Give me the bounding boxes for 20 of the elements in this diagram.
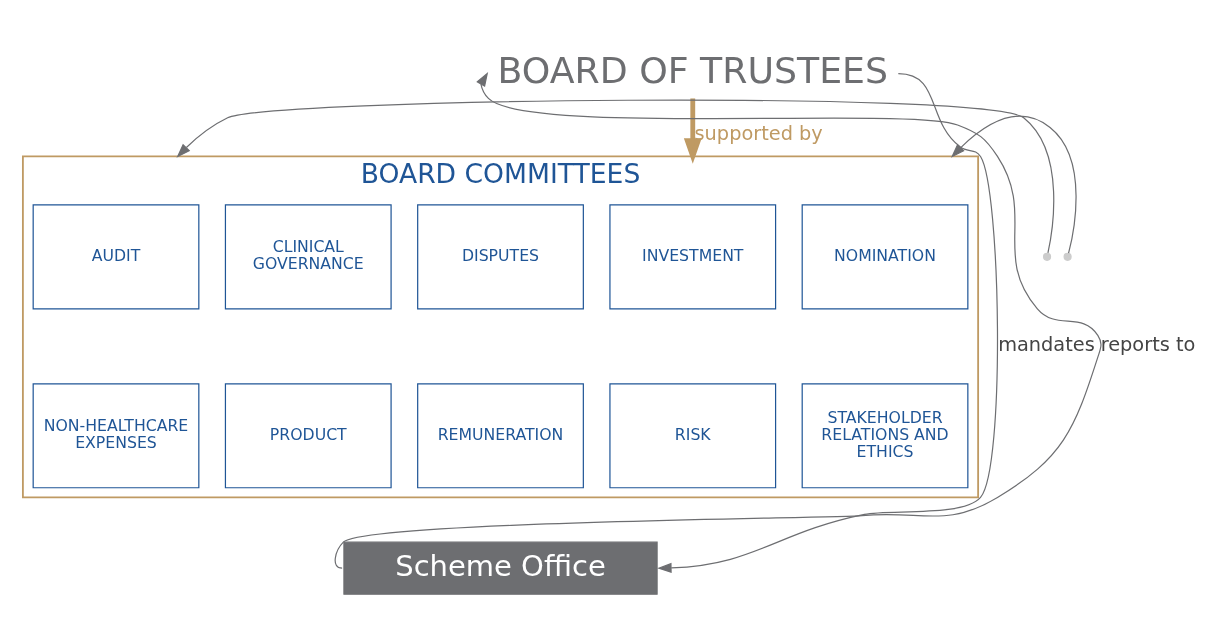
edge-label: supported by: [694, 121, 823, 145]
arrow: [950, 115, 1077, 254]
edge-label: mandates: [998, 332, 1095, 356]
node-box: REMUNERATION: [417, 382, 584, 488]
node-text: BOARD OF TRUSTEES: [497, 48, 888, 92]
arrow: [176, 99, 1055, 254]
node-box: DISPUTES: [417, 203, 584, 309]
arrow: [334, 71, 1102, 569]
node-box: NON-HEALTHCARE EXPENSES: [32, 382, 200, 488]
node-box: PRODUCT: [224, 382, 392, 488]
node-box: AUDIT: [32, 203, 200, 309]
node-box: STAKEHOLDER RELATIONS AND ETHICS: [801, 382, 969, 488]
edge-label: reports to: [1100, 332, 1196, 356]
node-box: CLINICAL GOVERNANCE: [224, 203, 392, 309]
node-box: INVESTMENT: [609, 203, 777, 309]
arrow: [683, 97, 702, 164]
node-box: Scheme Office: [343, 541, 658, 595]
arrow: [657, 72, 999, 573]
node-box: NOMINATION: [801, 203, 969, 309]
node-box: RISK: [609, 382, 777, 488]
